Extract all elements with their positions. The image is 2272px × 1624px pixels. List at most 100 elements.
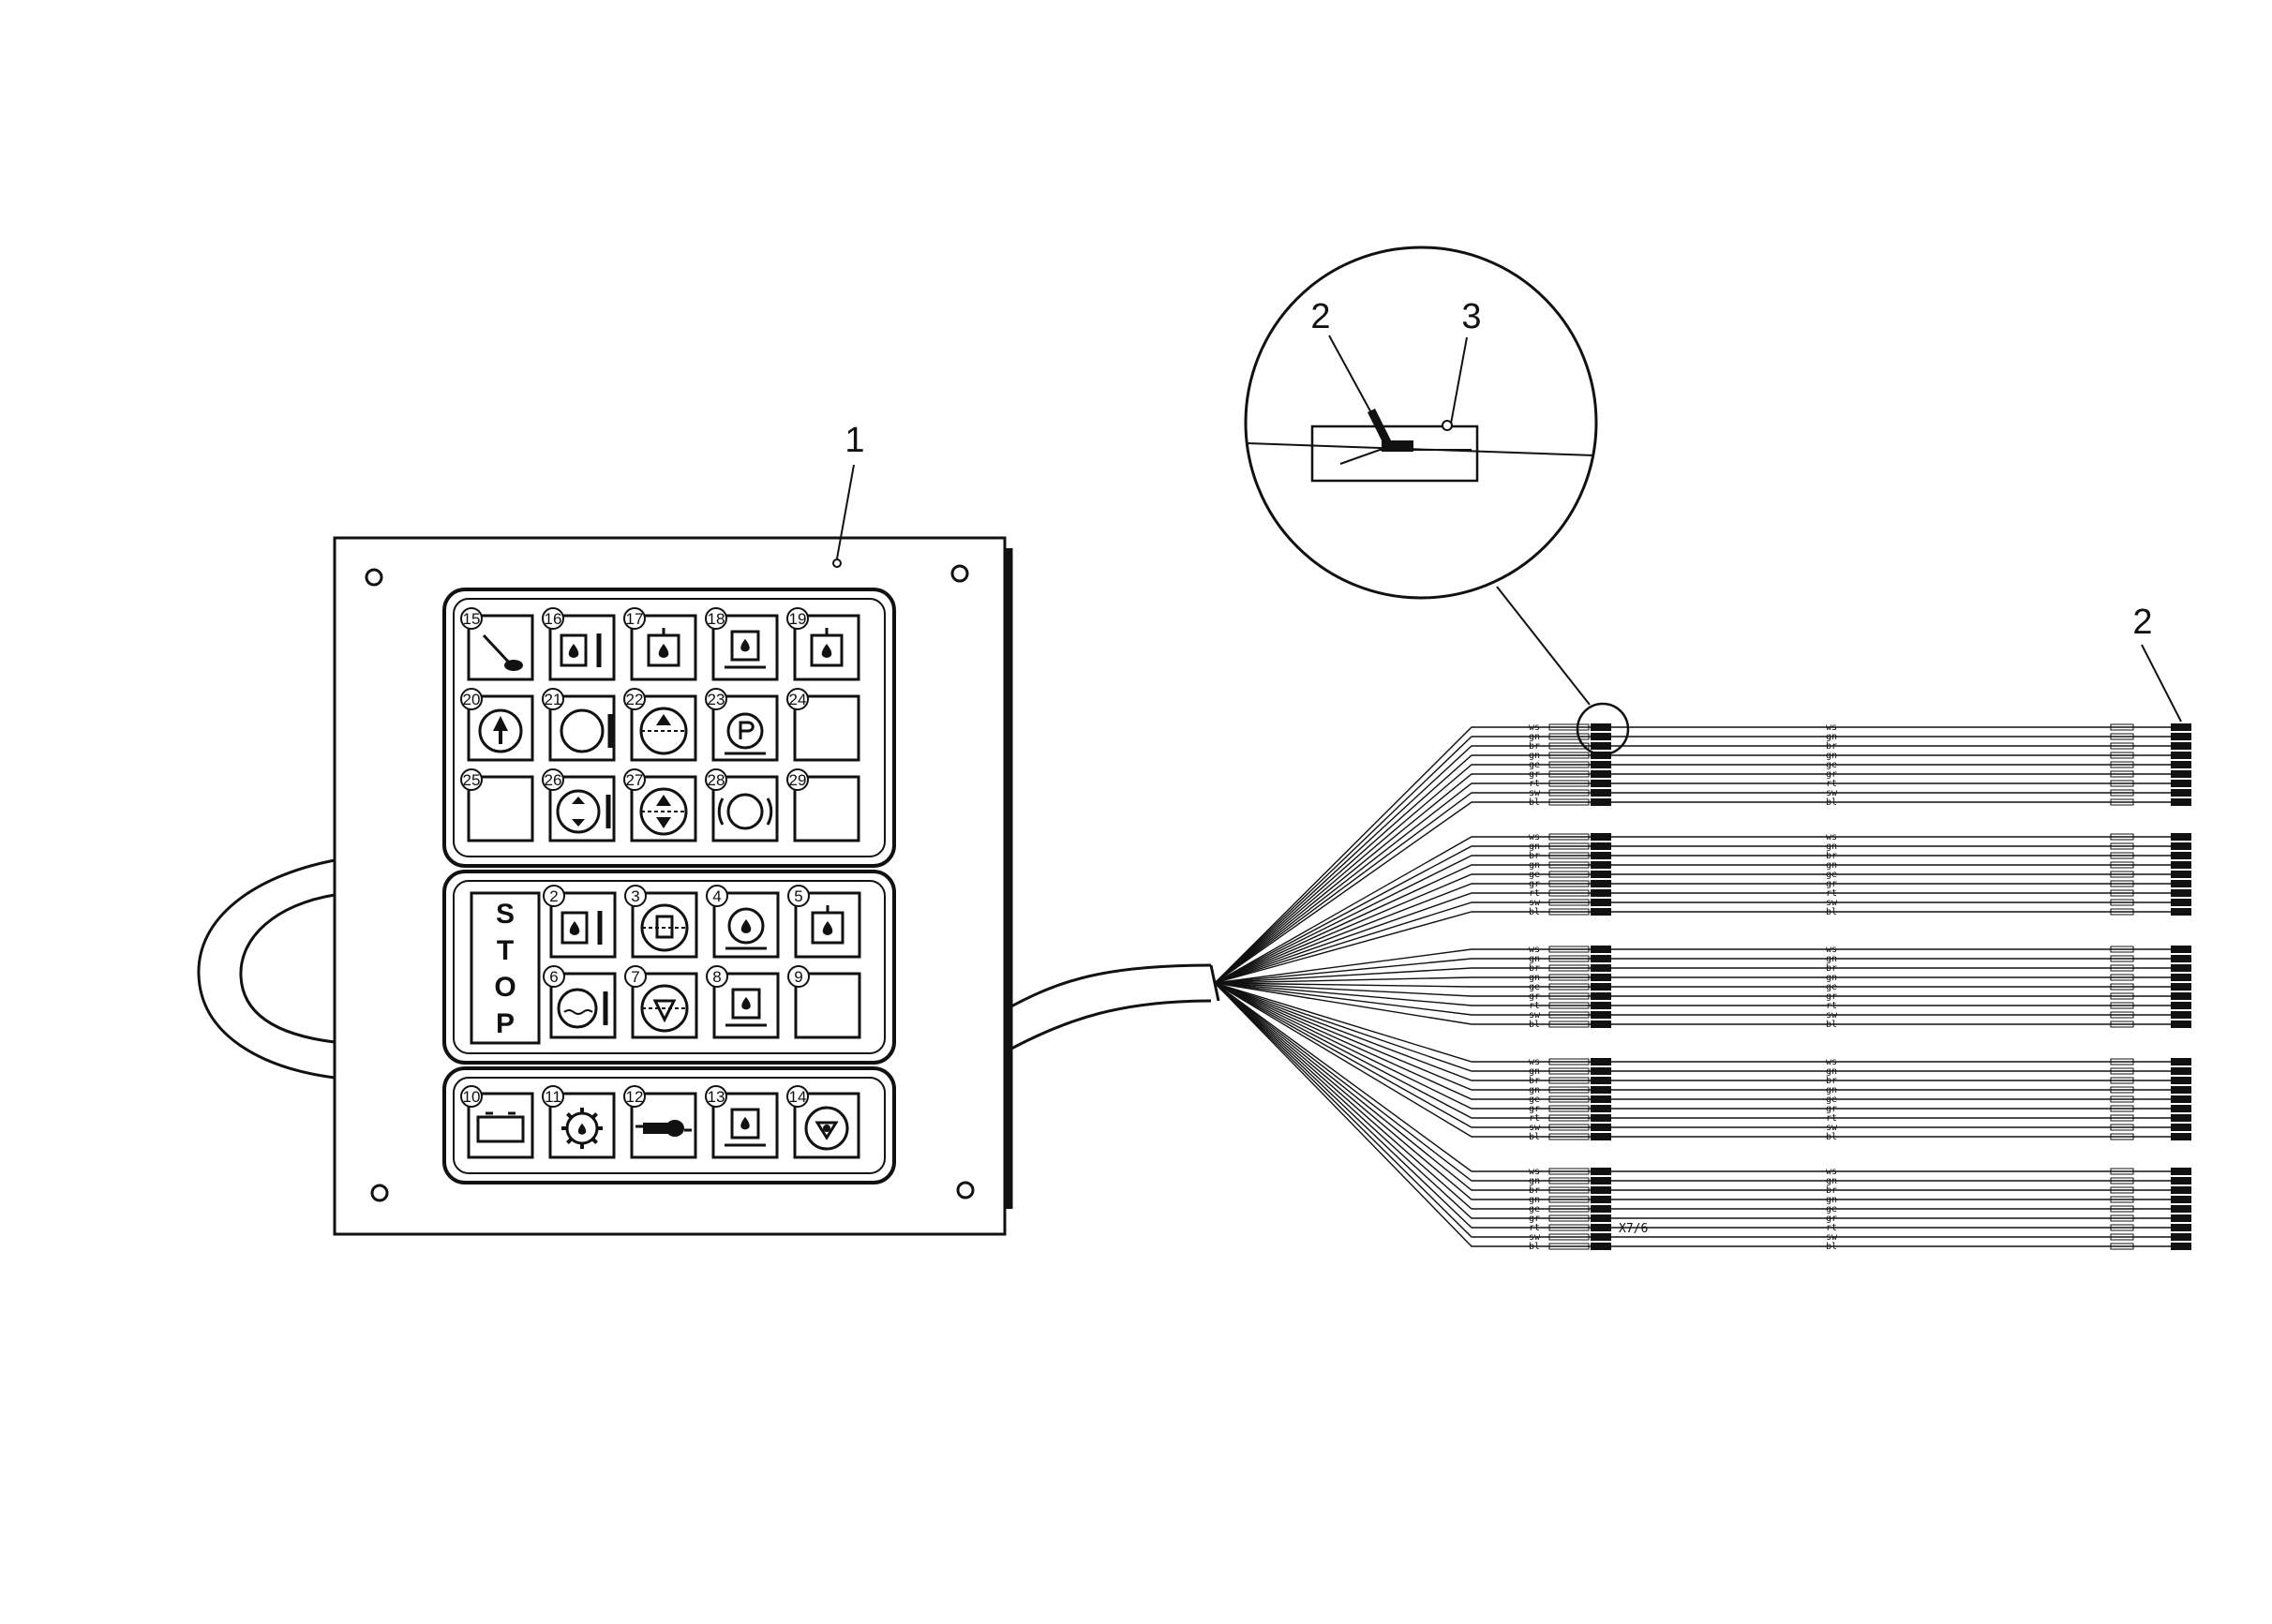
- wire-terminal-sleeve-far: [2110, 1077, 2134, 1084]
- wire-color-code: gn: [1826, 973, 1837, 983]
- indicator-tile-7: 7: [624, 965, 698, 1039]
- indicator-number-badge: [460, 768, 483, 791]
- indicator-tile-15: 15: [460, 607, 534, 681]
- battery-icon: [476, 1111, 525, 1143]
- wire-color-code: gn: [1826, 842, 1837, 852]
- wire-plug-near: [1591, 1186, 1611, 1194]
- indicator-number-badge: [543, 885, 565, 907]
- wire-plug-near: [1591, 733, 1611, 740]
- wire-plug-near: [1591, 1105, 1611, 1112]
- indicator-number-badge: [542, 768, 564, 791]
- wire-plug-far: [2171, 789, 2191, 797]
- harness-wire: [1214, 792, 2176, 984]
- wire-plug-near: [1591, 1002, 1611, 1009]
- harness-wire: [1214, 901, 2176, 984]
- wire-terminal-sleeve-far: [2110, 1086, 2134, 1094]
- wire-terminal-sleeve-far: [2110, 908, 2134, 916]
- indicator-tile-24: 24: [786, 688, 860, 762]
- callout-plug-row-leader: [2141, 644, 2182, 723]
- wire-terminal-sleeve-far: [2110, 1233, 2134, 1241]
- wire-plug-near: [1591, 880, 1611, 887]
- harness-wire: [1214, 726, 2176, 984]
- wire-color-code: rt: [1826, 1001, 1837, 1011]
- wire-terminal-sleeve: [1548, 1233, 1590, 1241]
- wire-plug-far: [2171, 1224, 2191, 1231]
- wire-color-code: ge: [1529, 982, 1540, 992]
- wire-plug-far: [2171, 1233, 2191, 1241]
- wire-plug-near: [1591, 1243, 1611, 1250]
- fuel-icon: [725, 1108, 766, 1147]
- indicator-tile-23: 23: [705, 688, 779, 762]
- indicator-tile-5: 5: [787, 885, 861, 959]
- wire-terminal-sleeve-far: [2110, 946, 2134, 953]
- harness-wire: [1214, 976, 2176, 984]
- wire-color-code: ge: [1826, 1204, 1837, 1214]
- wire-color-code: ws: [1529, 1057, 1540, 1067]
- wire-terminal-sleeve: [1548, 871, 1590, 878]
- wire-terminal-sleeve: [1548, 733, 1590, 740]
- wire-terminal-sleeve: [1548, 1086, 1590, 1094]
- harness-wire: [1214, 982, 2176, 1219]
- callout-plug-row: 2: [2132, 603, 2152, 642]
- wire-terminal-sleeve: [1548, 723, 1590, 731]
- wire-terminal-sleeve-far: [2110, 752, 2134, 759]
- indicator-number: 10: [463, 1088, 481, 1106]
- wire-plug-near: [1591, 842, 1611, 850]
- wire-color-code: gr: [1826, 879, 1837, 889]
- indicator-tile-11: 11: [542, 1085, 616, 1159]
- wire-terminal-sleeve-far: [2110, 899, 2134, 906]
- harness-wire: [1214, 982, 2176, 1091]
- stop-letter-t: T: [497, 935, 514, 966]
- harness-wire: [1214, 982, 2176, 1182]
- wire-plug-near: [1591, 770, 1611, 778]
- wire-color-code: ws: [1529, 1167, 1540, 1177]
- indicator-number-badge: [542, 688, 564, 710]
- wire-terminal-sleeve-far: [2110, 992, 2134, 1000]
- indicator-number: 8: [712, 968, 721, 986]
- wire-plug-near: [1591, 1021, 1611, 1028]
- indicator-number: 26: [545, 771, 562, 789]
- stop-letter-s: S: [496, 899, 515, 930]
- wire-terminal-sleeve: [1548, 880, 1590, 887]
- wire-terminal-sleeve-far: [2110, 842, 2134, 850]
- wire-color-code: sw: [1529, 1123, 1541, 1133]
- wire-color-code: rt: [1826, 1113, 1837, 1124]
- indicator-number: 20: [463, 691, 481, 708]
- wire-plug-near: [1591, 1214, 1611, 1222]
- wire-plug-near: [1591, 955, 1611, 962]
- indicator-tile-25: 25: [460, 768, 534, 842]
- detail-circle: [1244, 246, 1598, 600]
- wire-terminal-sleeve: [1548, 983, 1590, 991]
- indicator-number: 7: [631, 968, 639, 986]
- wire-plug-far: [2171, 1133, 2191, 1140]
- wire-plug-near: [1591, 1168, 1611, 1175]
- wire-plug-near: [1591, 798, 1611, 806]
- wire-plug-near: [1591, 1058, 1611, 1065]
- wire-color-code: sw: [1826, 1232, 1838, 1243]
- wire-plug-far: [2171, 1002, 2191, 1009]
- wire-color-code: br: [1826, 1185, 1837, 1196]
- harness-wire: [1214, 801, 2176, 984]
- indicator-number: 18: [708, 610, 725, 628]
- wire-plug-near: [1591, 761, 1611, 768]
- oil-temp-icon: [560, 633, 602, 667]
- wire-color-code: ws: [1529, 723, 1540, 733]
- coolant-level-icon: [725, 988, 767, 1027]
- indicator-number-badge: [460, 688, 483, 710]
- wire-terminal-sleeve: [1548, 1011, 1590, 1019]
- wire-plug-far: [2171, 1243, 2191, 1250]
- harness-wire: [1214, 982, 2176, 1210]
- wire-color-code: gn: [1826, 1176, 1837, 1186]
- wire-plug-near: [1591, 1011, 1611, 1019]
- harness-wire: [1214, 967, 2176, 984]
- callout-detail-connector: 2: [1310, 297, 1330, 336]
- lever-icon: [482, 633, 523, 671]
- indicator-number: 24: [789, 691, 807, 708]
- indicator-number-badge: [787, 885, 810, 907]
- engine-oil-pressure-icon: [725, 907, 767, 950]
- wire-color-code: gn: [1826, 1195, 1837, 1205]
- parking-brake-icon: [725, 712, 766, 755]
- wire-plug-near: [1591, 789, 1611, 797]
